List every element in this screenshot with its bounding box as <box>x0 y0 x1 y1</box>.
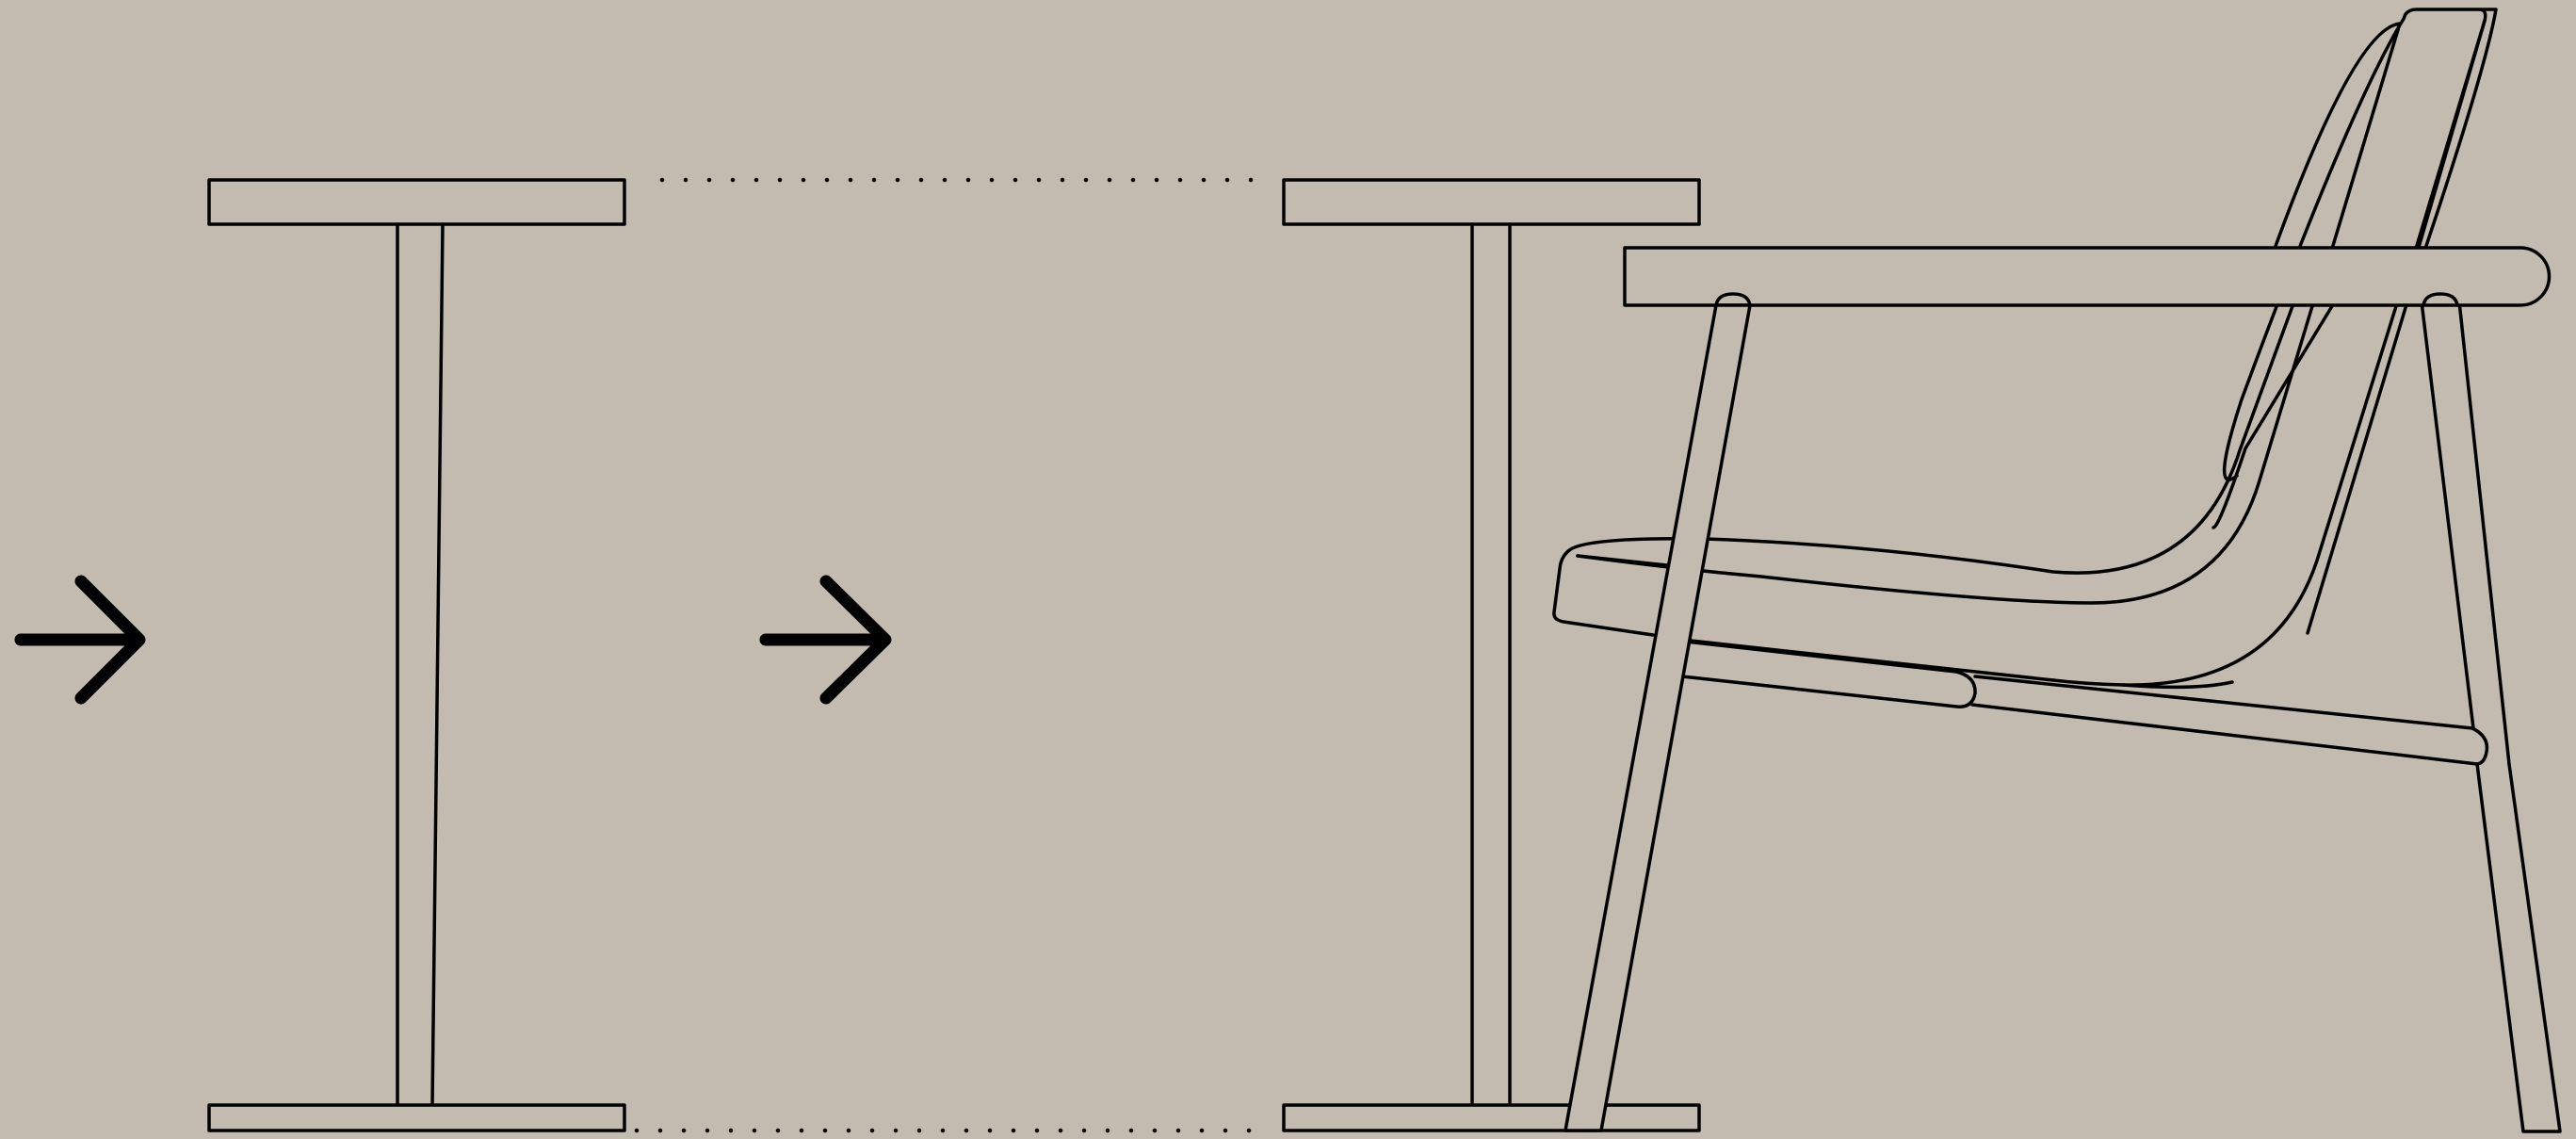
backrest-outer-sweep <box>2051 19 2487 687</box>
side-rail <box>1680 640 2489 766</box>
front-leg <box>1563 303 1752 1132</box>
front-post-cap <box>1714 292 1752 307</box>
armrest <box>1623 246 2552 307</box>
i-profile-straight <box>1282 178 1701 1132</box>
back-post-cap <box>2422 292 2459 307</box>
bottom-flange <box>207 1103 626 1132</box>
arrow-right-icon <box>759 575 892 705</box>
i-profile-tapered <box>207 178 626 1132</box>
bottom-flange <box>1282 1103 1701 1132</box>
seat-lower-sweep <box>1689 639 2234 690</box>
backrest-inner-curve <box>2273 22 2402 251</box>
web-right-edge <box>430 222 445 1107</box>
seat-front-edge <box>1552 537 1707 637</box>
lounge-chair-side-view <box>1552 8 2562 1133</box>
arrow-right-icon <box>14 575 146 705</box>
backrest <box>2223 8 2498 635</box>
top-flange <box>1282 178 1701 226</box>
top-flange <box>207 178 626 226</box>
back-leg <box>2420 300 2562 1133</box>
